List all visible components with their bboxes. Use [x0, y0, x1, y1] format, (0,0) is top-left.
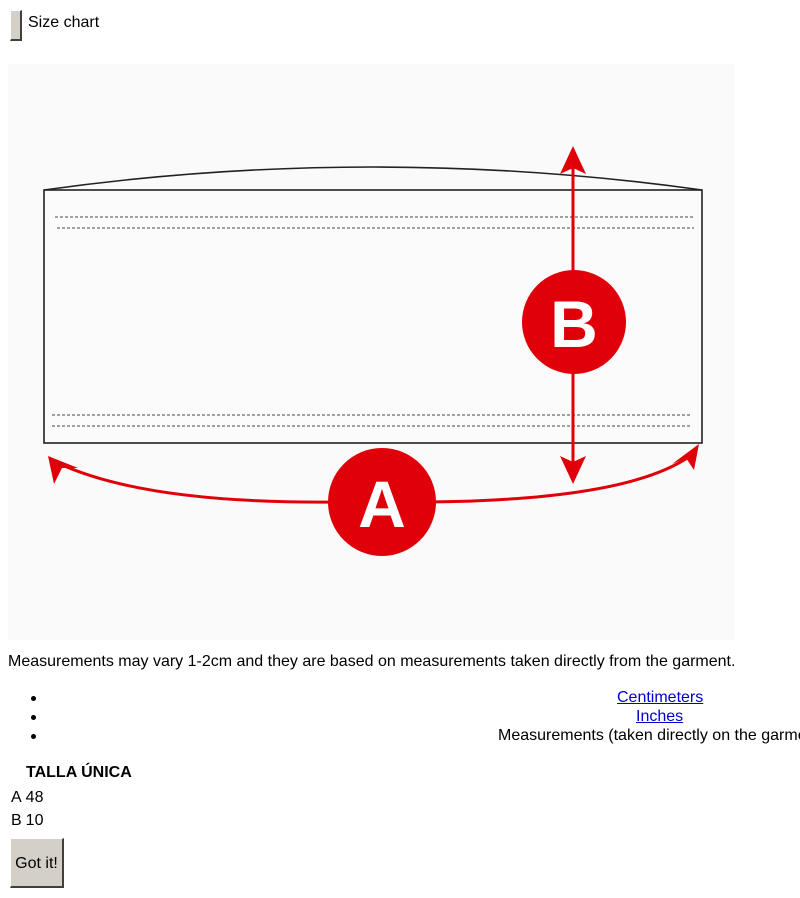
label-b: B: [550, 287, 598, 361]
headband-outline: [43, 166, 703, 191]
arrow-right-icon: [672, 444, 699, 470]
list-item: Measurements (taken directly on the garm…: [0, 726, 800, 745]
measurement-note: Measurements may vary 1-2cm and they are…: [8, 653, 736, 670]
label-a: A: [358, 467, 406, 541]
measurement-diagram: B A: [8, 64, 734, 640]
inches-link[interactable]: Inches: [636, 708, 684, 725]
measurement-value: 48: [25, 789, 44, 806]
got-it-button[interactable]: Got it!: [10, 838, 64, 888]
label-b-circle: [522, 270, 626, 374]
measurement-key: B: [11, 812, 22, 829]
centimeters-link[interactable]: Centimeters: [617, 689, 704, 706]
bullet-icon: [31, 696, 36, 701]
unit-selector-list: Centimeters Inches Measurements (taken d…: [0, 688, 800, 745]
arrow-left-icon: [48, 456, 78, 484]
measurements-info-text: Measurements (taken directly on the garm…: [498, 727, 800, 744]
measurement-value: 10: [25, 812, 44, 829]
label-a-circle: [328, 448, 436, 556]
size-column-header: TALLA ÚNICA: [26, 764, 132, 781]
arrow-up-icon: [560, 146, 586, 174]
size-chart-toggle-button[interactable]: [10, 10, 22, 41]
measurement-key: A: [11, 789, 22, 806]
list-item: Centimeters: [0, 688, 800, 707]
size-chart-title: Size chart: [28, 14, 100, 31]
bullet-icon: [31, 734, 36, 739]
arrow-down-icon: [560, 456, 586, 484]
bullet-icon: [31, 715, 36, 720]
list-item: Inches: [0, 707, 800, 726]
